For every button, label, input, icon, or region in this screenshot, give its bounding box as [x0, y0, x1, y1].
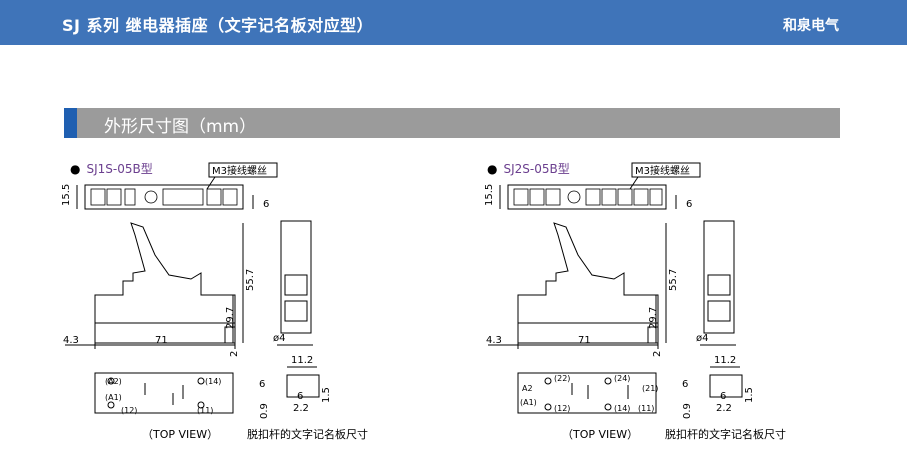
dim-total-height: 55.7 [668, 269, 679, 291]
dim-side-6: 6 [263, 199, 269, 210]
dim-plate-15: 1.5 [744, 387, 755, 403]
drawing-sj1s: 15.5 6 M3接线螺丝 55.7 29.7 2 4.3 71 ø4 11.2… [61, 162, 332, 419]
dim-width: 71 [155, 335, 168, 346]
dim-plate-15: 1.5 [321, 387, 332, 403]
dim-top-height: 15.5 [484, 184, 495, 206]
socket-front-outline [94, 222, 236, 344]
dim-base-height: 2 [229, 351, 240, 357]
terminal-a1: (A1) [105, 393, 122, 402]
dim-top-height: 15.5 [61, 184, 72, 206]
socket-side-outline [703, 220, 735, 334]
terminal-a2: A2 [522, 384, 533, 393]
dim-hole: ø4 [273, 333, 285, 344]
socket-side-outline [280, 220, 312, 334]
screw-label: M3接线螺丝 [212, 164, 267, 177]
terminal-12: (12) [121, 406, 137, 415]
nameplate-outline [286, 374, 320, 398]
section-title: 外形尺寸图（mm） [104, 117, 257, 137]
dim-plate-height: 6 [682, 379, 688, 390]
brand-name: 和泉电气 [783, 18, 839, 34]
top-view-caption-2: （TOP VIEW） [562, 428, 639, 441]
terminal-14: (14) [614, 404, 630, 413]
terminal-a1: (A1) [520, 398, 537, 407]
dim-plate-22: 2.2 [716, 403, 732, 414]
terminal-24: (24) [614, 374, 630, 383]
model-label-1: ●SJ1S-05B型 [70, 162, 153, 176]
dim-left-offset: 4.3 [63, 335, 79, 346]
top-view-box [94, 372, 234, 414]
terminal-14: (14) [205, 377, 221, 386]
dim-plate-width: 11.2 [714, 355, 736, 366]
socket-top-view-strip [84, 184, 244, 210]
dim-side-6: 6 [686, 199, 692, 210]
plate-caption-1: 脱扣杆的文字记名板尺寸 [247, 428, 368, 441]
top-view-caption-1: （TOP VIEW） [142, 428, 219, 441]
dim-body-height: 29.7 [648, 307, 659, 329]
drawing-sj2s: 15.5 6 M3接线螺丝 55.7 29.7 2 4.3 71 ø4 11.2… [484, 162, 755, 419]
dim-plate-22: 2.2 [293, 403, 309, 414]
dim-plate-width: 11.2 [291, 355, 313, 366]
dim-width: 71 [578, 335, 591, 346]
dim-total-height: 55.7 [245, 269, 256, 291]
terminal-a2: (A2) [105, 377, 122, 386]
terminal-11: (11) [197, 406, 213, 415]
model-label-2: ●SJ2S-05B型 [487, 162, 570, 176]
section-header: 外形尺寸图（mm） [64, 108, 840, 138]
section-accent [64, 108, 77, 138]
socket-top-view-strip [507, 184, 667, 210]
nameplate-outline [709, 374, 743, 398]
dim-plate-6: 6 [297, 391, 303, 402]
terminal-12: (12) [554, 404, 570, 413]
dim-plate-depth: 0.9 [259, 403, 270, 419]
terminal-22: (22) [554, 374, 570, 383]
dim-body-height: 29.7 [225, 307, 236, 329]
dim-left-offset: 4.3 [486, 335, 502, 346]
socket-front-outline [517, 222, 659, 344]
header-bar: SJ 系列 继电器插座（文字记名板对应型） 和泉电气 [0, 0, 907, 45]
terminal-11: (11) [638, 404, 654, 413]
dim-plate-depth: 0.9 [682, 403, 693, 419]
dim-plate-6: 6 [720, 391, 726, 402]
dim-plate-height: 6 [259, 379, 265, 390]
dim-hole: ø4 [696, 333, 708, 344]
screw-label: M3接线螺丝 [635, 164, 690, 177]
dim-base-height: 2 [652, 351, 663, 357]
terminal-21: (21) [642, 384, 658, 393]
top-view-box [517, 372, 657, 414]
page-title: SJ 系列 继电器插座（文字记名板对应型） [62, 16, 374, 35]
plate-caption-2: 脱扣杆的文字记名板尺寸 [665, 428, 786, 441]
